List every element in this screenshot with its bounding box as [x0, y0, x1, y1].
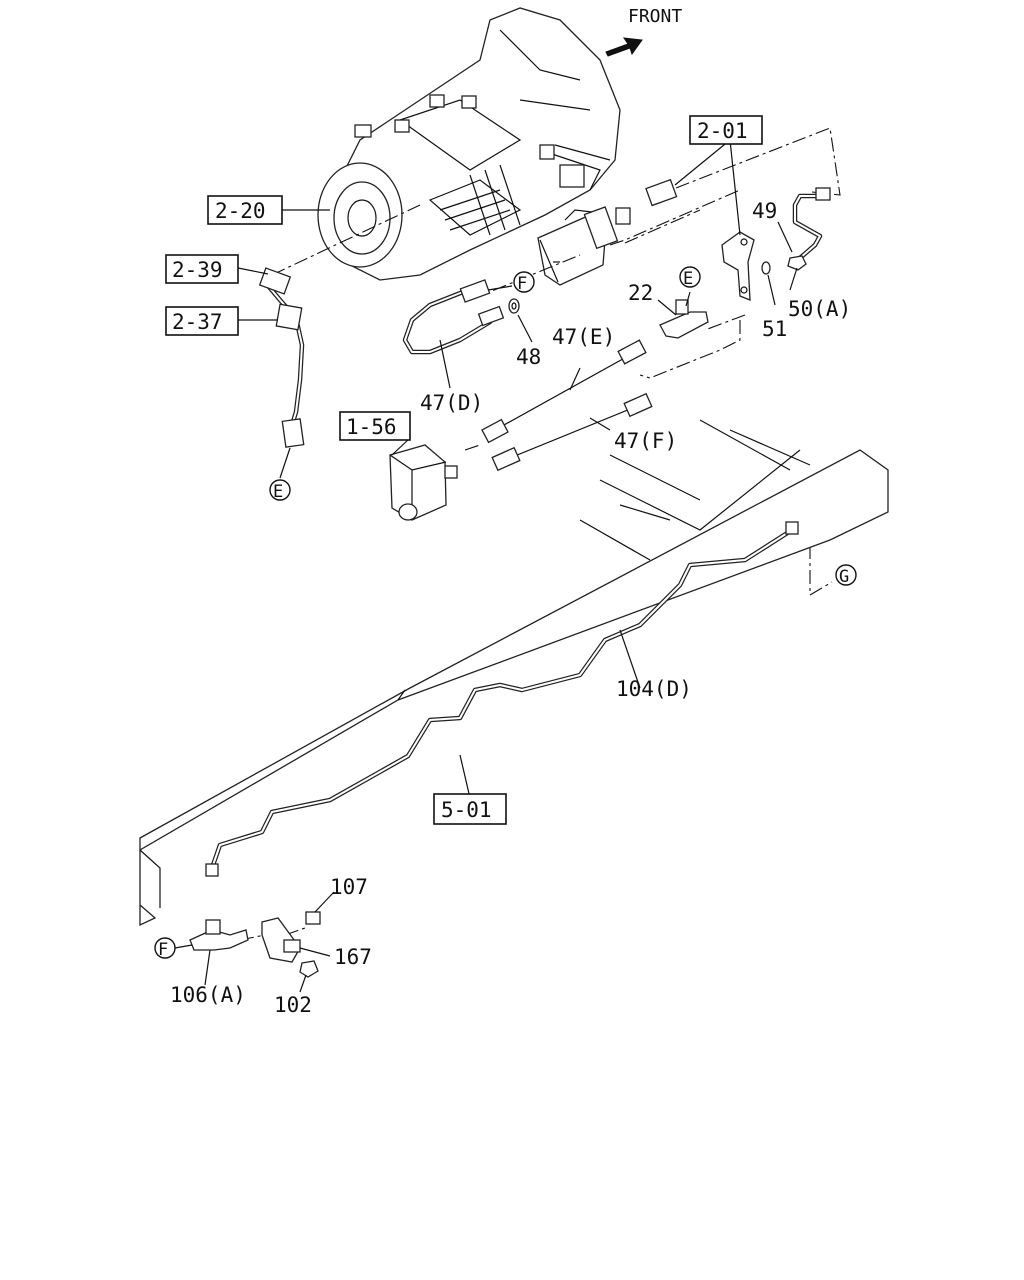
- hose-47d: [402, 279, 505, 355]
- callout-47f: 47(F): [614, 429, 677, 453]
- callout-50a: 50(A): [788, 297, 851, 321]
- callout-47d: 47(D): [420, 391, 483, 415]
- ref-label-1-56: 1-56: [346, 415, 397, 439]
- pipe-2-37: [258, 267, 305, 448]
- ref-box-1-56: 1-56: [339, 411, 411, 441]
- front-arrow-icon: [605, 37, 643, 57]
- svg-text:F: F: [517, 274, 527, 294]
- callout-104d: 104(D): [616, 677, 692, 701]
- frame-rail: [139, 419, 889, 927]
- front-label: FRONT: [628, 6, 682, 27]
- pipe-104d: [205, 521, 799, 877]
- connector-g: G: [835, 564, 857, 587]
- ref-label-2-39: 2-39: [172, 258, 223, 282]
- ref-label-5-01: 5-01: [441, 798, 492, 822]
- svg-text:E: E: [273, 482, 283, 502]
- washer-48: [508, 298, 520, 314]
- washer-51: [761, 261, 771, 275]
- transmission-assembly: [317, 7, 621, 281]
- leader-lines: [174, 139, 798, 993]
- hose-47e: [481, 339, 647, 444]
- ref-box-2-01: 2-01: [689, 115, 763, 145]
- connector-f-bottom: F: [154, 937, 176, 960]
- tee-22: [659, 299, 709, 339]
- callout-107: 107: [330, 875, 368, 899]
- ref-box-2-39: 2-39: [165, 254, 239, 284]
- pipe-49: [792, 187, 831, 261]
- connector-e-top: E: [679, 266, 701, 289]
- ref-box-5-01: 5-01: [433, 793, 507, 825]
- ref-label-2-20: 2-20: [215, 199, 266, 223]
- callout-51: 51: [762, 317, 787, 341]
- ref-box-2-20: 2-20: [207, 195, 283, 225]
- nut-50a: [787, 255, 807, 271]
- valve-1-56: [389, 444, 458, 521]
- callout-48: 48: [516, 345, 541, 369]
- ref-label-2-37: 2-37: [172, 310, 223, 334]
- connector-e-left: E: [269, 479, 291, 502]
- lower-fittings: [189, 911, 321, 978]
- front-arrow-group: FRONT: [605, 6, 682, 57]
- connector-f-top: F: [513, 271, 535, 294]
- svg-text:E: E: [683, 269, 693, 289]
- clutch-servo: [537, 178, 678, 286]
- callout-102: 102: [274, 993, 312, 1017]
- callout-106a: 106(A): [170, 983, 246, 1007]
- svg-text:G: G: [839, 567, 849, 587]
- ref-label-2-01: 2-01: [697, 119, 748, 143]
- svg-text:F: F: [158, 940, 168, 960]
- bracket: [721, 231, 755, 301]
- ref-box-2-37: 2-37: [165, 306, 239, 336]
- callout-49: 49: [752, 199, 777, 223]
- callout-167: 167: [334, 945, 372, 969]
- callout-22: 22: [628, 281, 653, 305]
- hose-47f: [491, 392, 653, 472]
- callout-47e: 47(E): [552, 325, 615, 349]
